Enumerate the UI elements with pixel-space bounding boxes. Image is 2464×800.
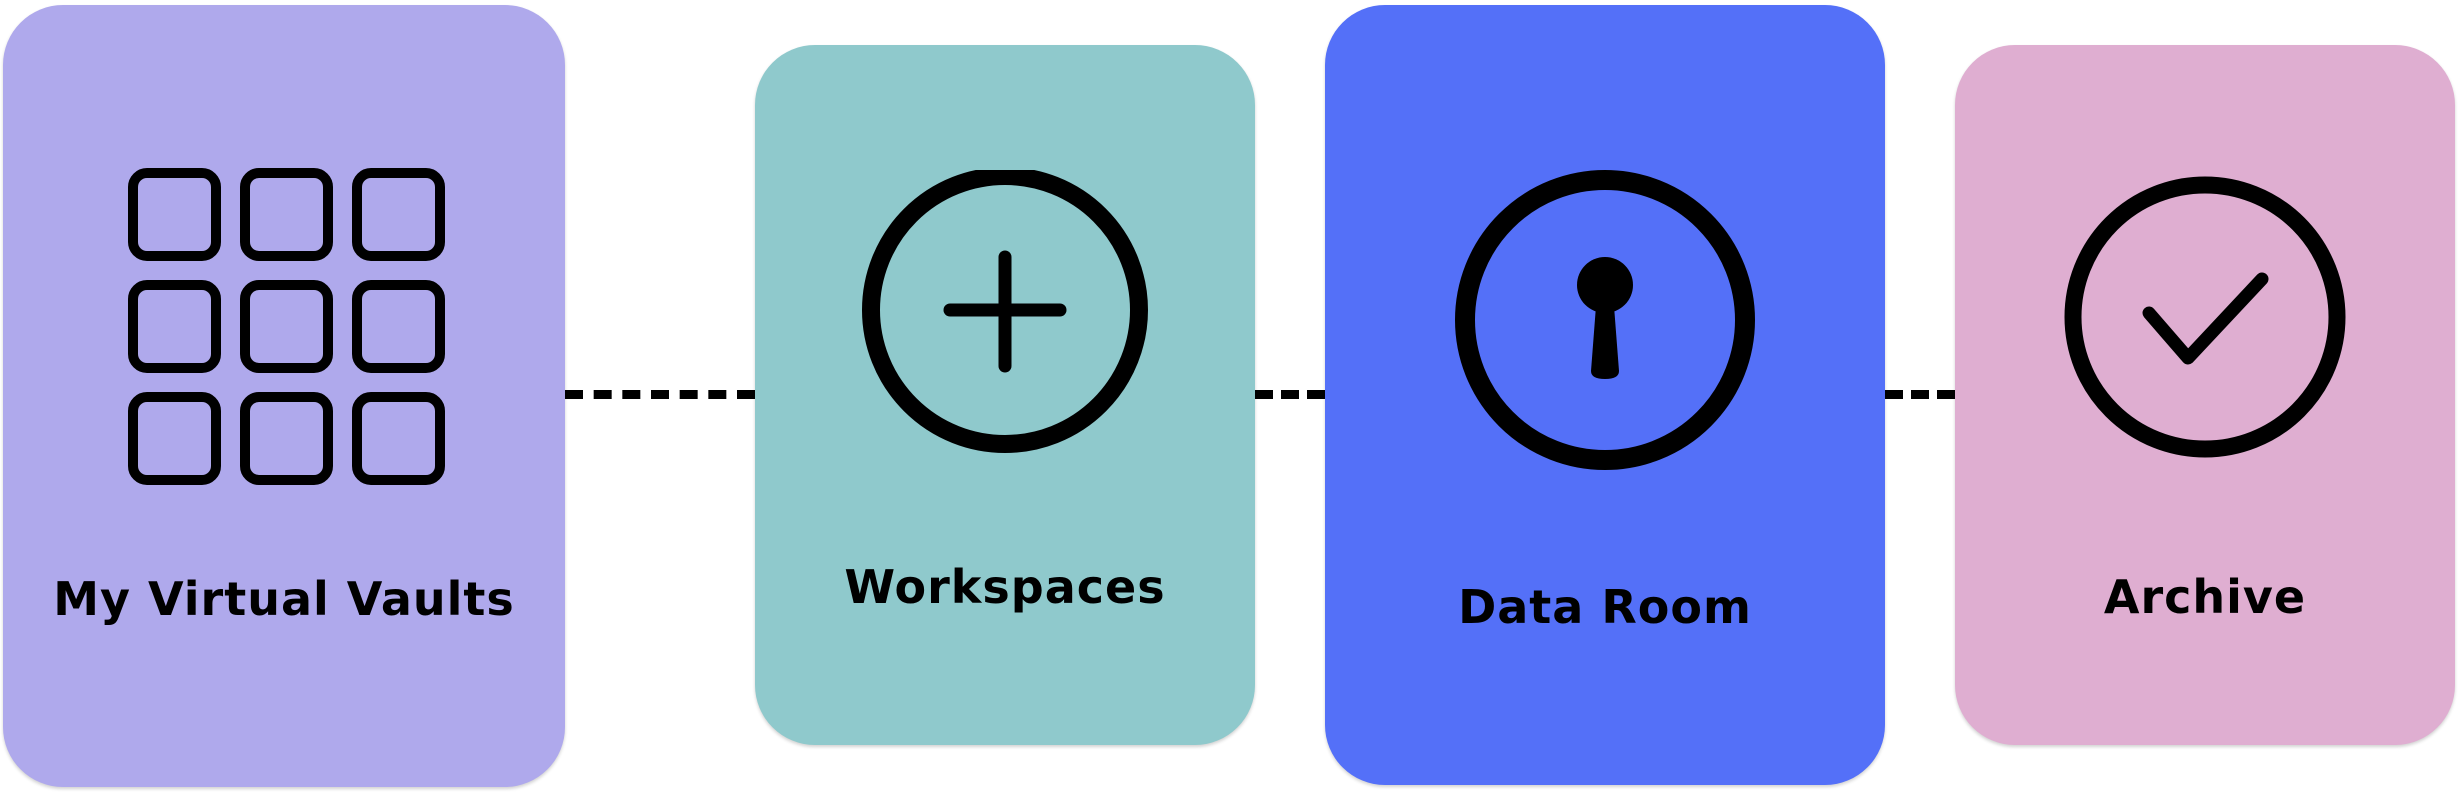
keyhole-icon [1455, 170, 1755, 470]
card-data-room[interactable]: Data Room [1325, 5, 1885, 785]
card-label-my-virtual-vaults: My Virtual Vaults [53, 572, 515, 626]
card-label-data-room: Data Room [1458, 580, 1752, 634]
connector-vaults-to-workspaces [565, 390, 755, 399]
check-circle-icon [2064, 176, 2346, 458]
connector-workspaces-to-dataroom [1255, 390, 1325, 399]
card-label-workspaces: Workspaces [844, 560, 1166, 614]
card-workspaces[interactable]: Workspaces [755, 45, 1255, 745]
connector-dataroom-to-archive [1885, 390, 1955, 399]
card-label-archive: Archive [2103, 570, 2307, 624]
grid-icon [128, 168, 445, 485]
plus-circle-icon [862, 170, 1148, 453]
card-archive[interactable]: Archive [1955, 45, 2455, 745]
card-my-virtual-vaults[interactable]: My Virtual Vaults [3, 5, 565, 787]
